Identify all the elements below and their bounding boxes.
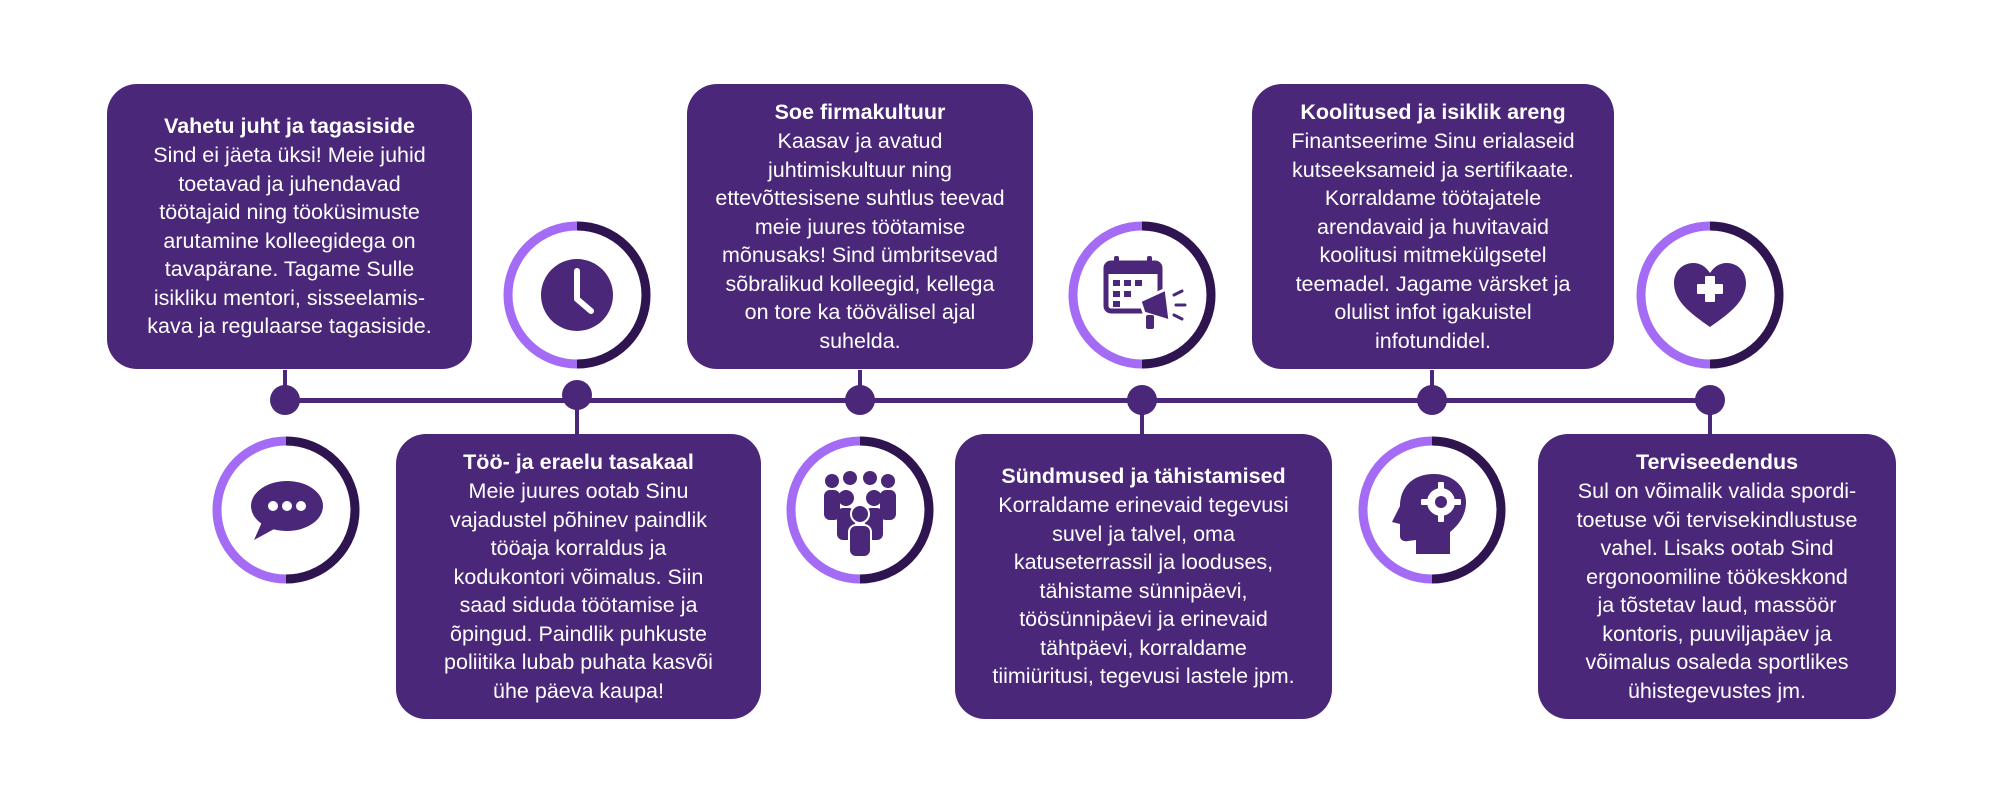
icon-ring-calendar — [1066, 219, 1218, 371]
card-text: Sul on võimalik valida spordi- toetuse v… — [1576, 479, 1858, 703]
card-text: Sind ei jäeta üksi! Meie juhid toetavad … — [147, 143, 432, 339]
connector — [1708, 400, 1712, 436]
card-training: Koolitused ja isiklik areng Finantseerim… — [1252, 84, 1614, 369]
timeline-dot — [1417, 385, 1447, 415]
card-title: Koolitused ja isiklik areng — [1300, 100, 1566, 124]
card-title: Soe firmakultuur — [774, 100, 946, 124]
card-title: Sündmused ja tähistamised — [1001, 464, 1286, 489]
icon-ring-heart — [1634, 219, 1786, 371]
card-work-life-balance: Töö- ja eraelu tasakaal Meie juures oota… — [396, 434, 761, 719]
calendar-megaphone-icon — [1090, 243, 1194, 347]
timeline-dot — [845, 385, 875, 415]
card-title: Vahetu juht ja tagasiside — [164, 114, 415, 139]
card-title: Töö- ja eraelu tasakaal — [463, 450, 694, 474]
timeline-dot — [1695, 385, 1725, 415]
connector — [1140, 400, 1144, 436]
card-text: Kaasav ja avatud juhtimiskultuur ning et… — [715, 129, 1005, 353]
card-events: Sündmused ja tähistamised Korraldame eri… — [955, 434, 1332, 719]
card-company-culture: Soe firmakultuur Kaasav ja avatud juhtim… — [687, 84, 1033, 369]
chat-bubble-icon — [234, 458, 338, 562]
connector — [575, 400, 579, 436]
icon-ring-head-gear — [1356, 434, 1508, 586]
icon-ring-group — [784, 434, 936, 586]
card-health: Terviseedendus Sul on võimalik valida sp… — [1538, 434, 1896, 719]
card-manager-feedback: Vahetu juht ja tagasiside Sind ei jäeta … — [107, 84, 472, 369]
timeline-dot — [1127, 385, 1157, 415]
timeline-dot — [562, 380, 592, 410]
icon-ring-chat — [210, 434, 362, 586]
card-text: Korraldame erinevaid tegevusi suvel ja t… — [992, 493, 1295, 689]
head-gear-icon — [1380, 458, 1484, 562]
card-text: Meie juures ootab Sinu vajadustel põhine… — [444, 479, 713, 703]
card-title: Terviseedendus — [1635, 450, 1799, 474]
timeline-dot — [270, 385, 300, 415]
group-icon — [808, 458, 912, 562]
card-text: Finantseerime Sinu erialaseid kutseeksam… — [1291, 129, 1575, 353]
timeline-line — [285, 398, 1710, 403]
heart-plus-icon — [1658, 243, 1762, 347]
clock-icon — [525, 243, 629, 347]
icon-ring-clock — [501, 219, 653, 371]
